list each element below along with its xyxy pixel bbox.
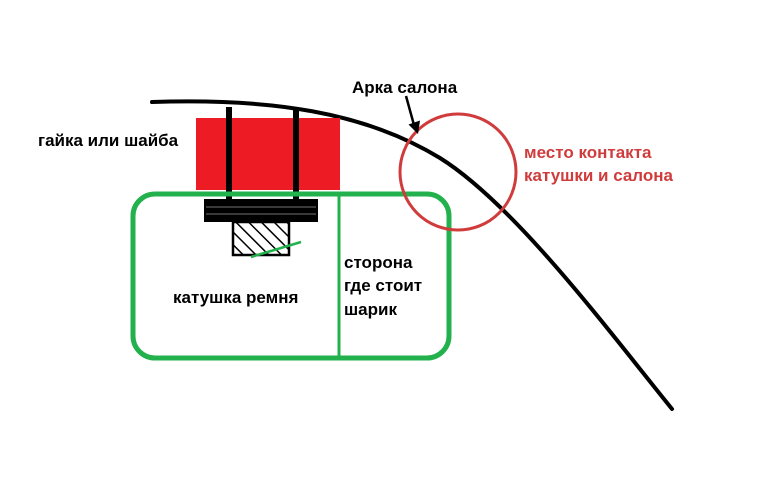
arch-label: Арка салона <box>352 78 458 97</box>
spool-hatched-block <box>231 220 291 257</box>
contact-circle <box>398 112 518 232</box>
reel-label: катушка ремня <box>173 288 299 307</box>
arch-arrow-line <box>404 95 416 126</box>
nut-label: гайка или шайба <box>38 131 179 150</box>
red-mount-plate <box>196 118 340 190</box>
green-mark-line <box>250 240 302 259</box>
arch-arrowhead <box>408 120 420 134</box>
side-label: сторона где стоит шарик <box>344 253 423 319</box>
reel-housing-outline <box>130 191 452 361</box>
cabin-arch-curve <box>150 99 674 411</box>
bolt-bar <box>204 199 318 222</box>
contact-label: место контакта катушки и салона <box>524 143 673 186</box>
